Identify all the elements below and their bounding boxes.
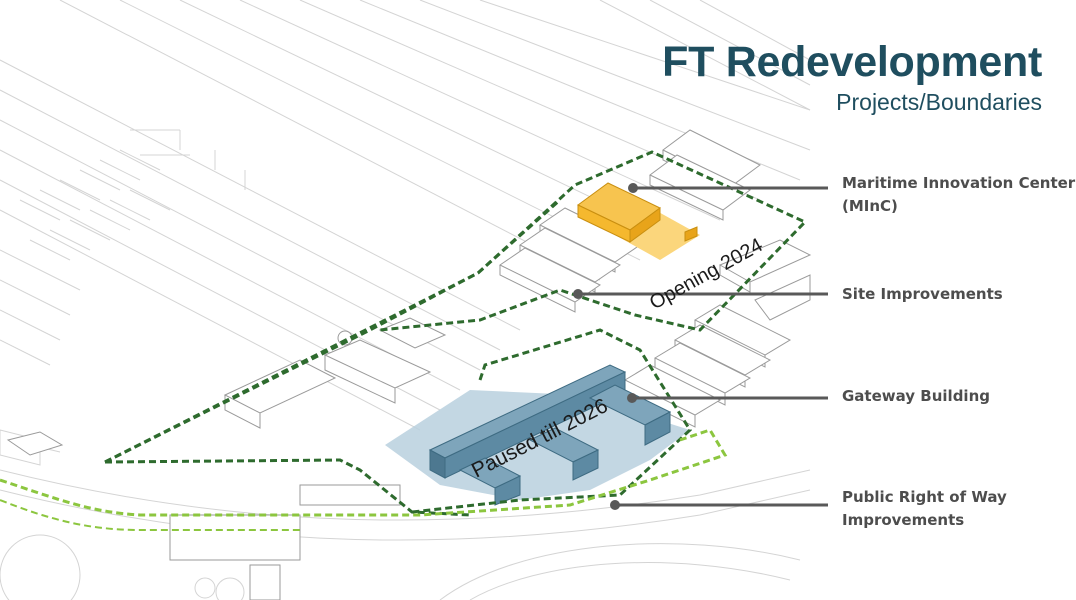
callout-gateway-building: Gateway Building xyxy=(842,385,990,408)
page-subtitle: Projects/Boundaries xyxy=(836,89,1042,115)
callout-site-line1: Site Improvements xyxy=(842,285,1003,303)
boundary-dark-gateway xyxy=(411,328,692,514)
callout-leaders xyxy=(573,183,828,510)
boundary-light-row-2 xyxy=(0,499,300,531)
callout-row-line2: Improvements xyxy=(842,511,965,529)
callout-minc: Maritime Innovation Center (MInC) xyxy=(842,172,1075,218)
callout-public-row: Public Right of Way Improvements xyxy=(842,486,1007,532)
boundary-dark-top xyxy=(104,198,561,464)
boundary-lines xyxy=(0,150,808,531)
callout-site-improvements: Site Improvements xyxy=(842,283,1003,306)
background-linework xyxy=(0,0,811,600)
minc-building xyxy=(577,182,700,260)
boundary-dark-main-outer xyxy=(104,458,471,517)
boundary-light-row xyxy=(0,428,728,517)
gateway-site-area xyxy=(385,390,690,500)
callout-gateway-line1: Gateway Building xyxy=(842,387,990,405)
page-title: FT Redevelopment xyxy=(662,38,1042,86)
gateway-building xyxy=(428,364,672,506)
callout-row-line1: Public Right of Way xyxy=(842,488,1007,506)
callout-minc-line2: (MInC) xyxy=(842,197,898,215)
callout-minc-line1: Maritime Innovation Center xyxy=(842,174,1076,192)
